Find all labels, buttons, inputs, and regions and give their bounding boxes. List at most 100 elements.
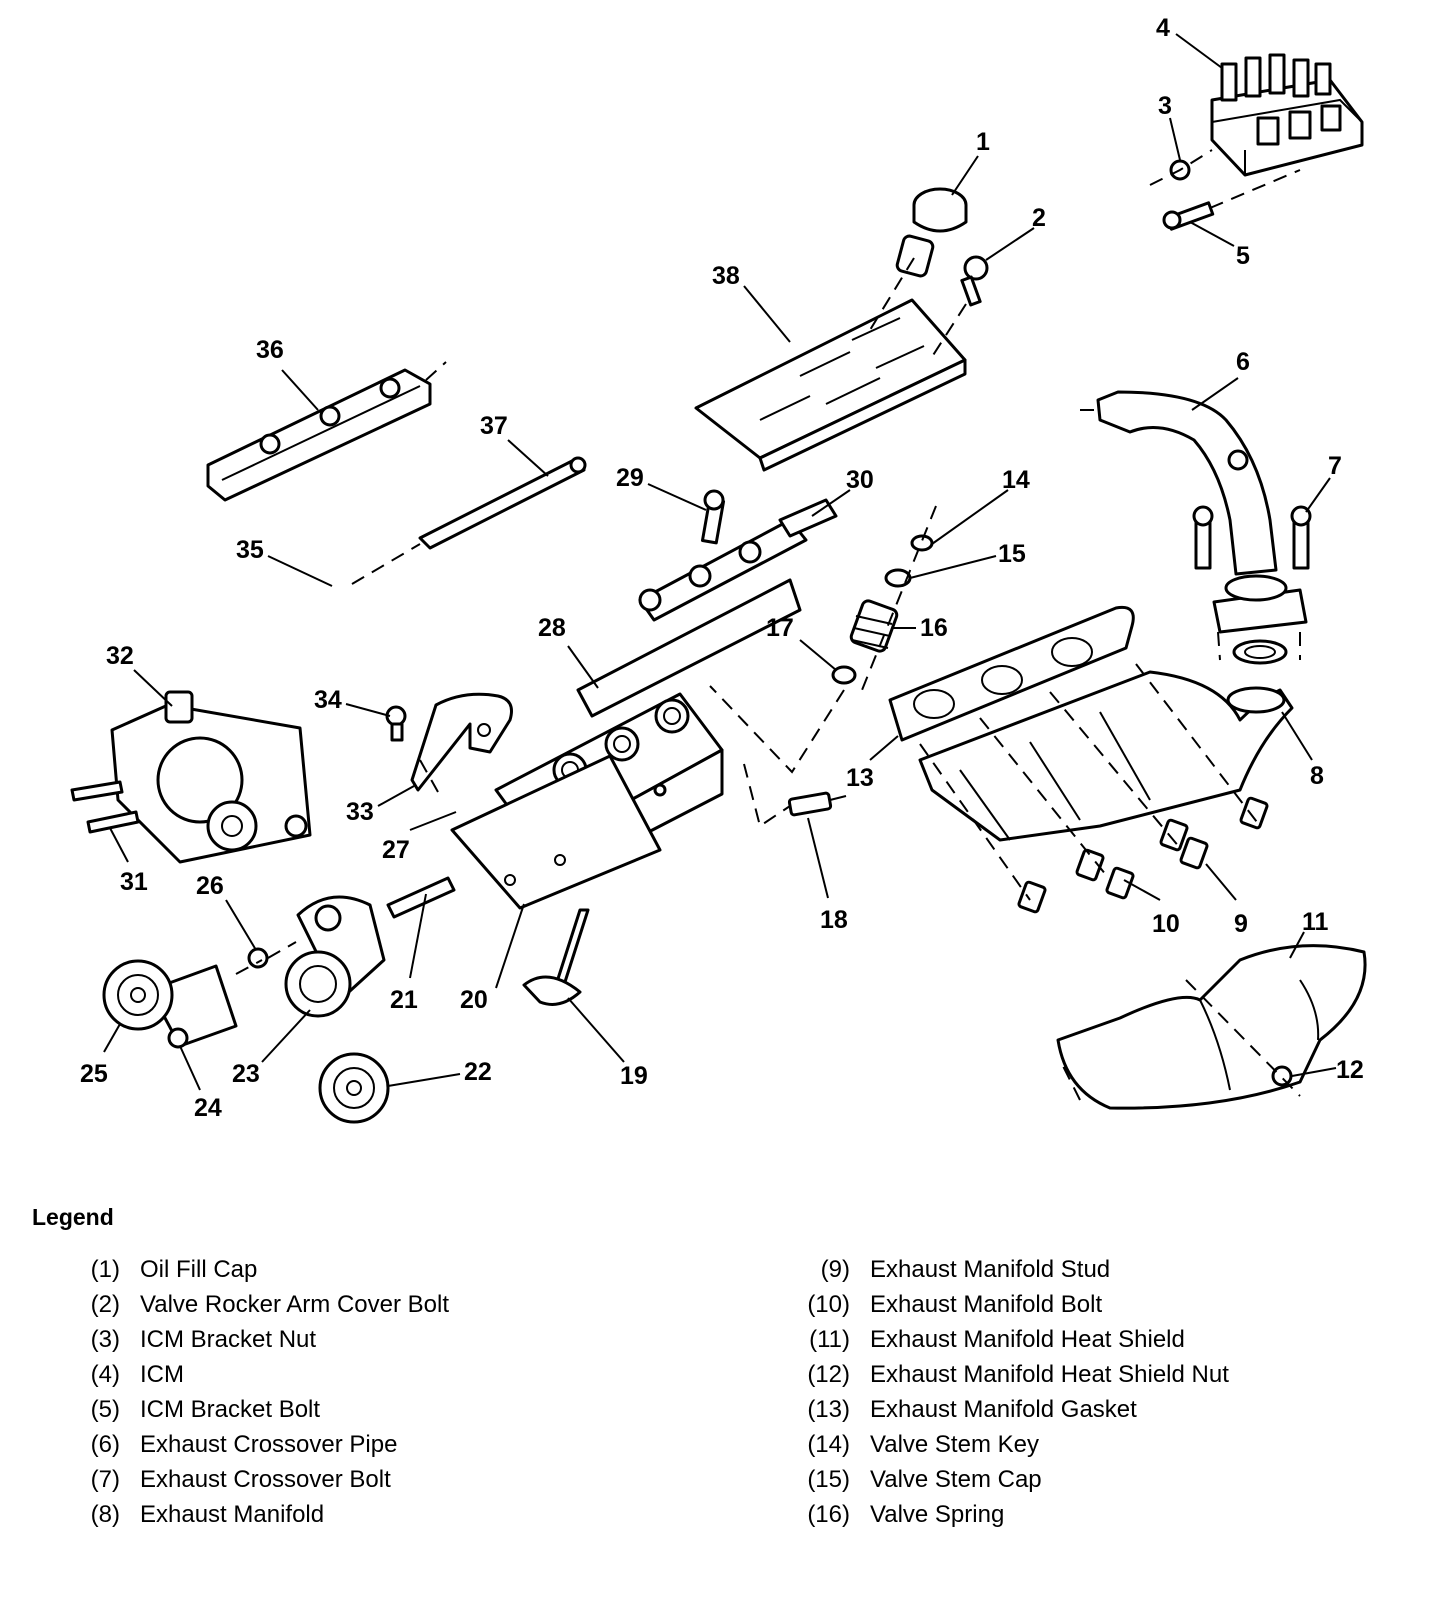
callout-37: 37 [480,412,508,440]
legend-item: (16) Valve Spring [790,1497,1229,1532]
callouts: 1 2 3 4 5 6 7 8 9 10 11 12 13 14 15 16 1… [80,14,1364,1122]
valve-spring-part [849,599,899,653]
valve-rocker-arm-cover-part [694,298,967,472]
legend-item-number: (3) [90,1325,120,1353]
push-rod-part [418,456,587,550]
pulley-bracket-part [102,959,238,1048]
rocker-cover-bolt-part [960,255,989,307]
callout-24: 24 [194,1094,222,1122]
legend-item-label: Valve Stem Cap [870,1465,1042,1493]
legend-item: (1) Oil Fill Cap [60,1252,449,1287]
callout-16: 16 [920,614,948,642]
callout-20: 20 [460,986,488,1014]
heat-shield-nut-part [1271,1065,1293,1087]
callout-9: 9 [1234,910,1248,938]
legend-item-label: Exhaust Manifold Gasket [870,1395,1137,1423]
callout-2: 2 [1032,204,1046,232]
callout-33: 33 [346,798,374,826]
exploded-view-diagram: 1 2 3 4 5 6 7 8 9 10 11 12 13 14 15 16 1… [70,14,1367,1124]
rocker-arm-group-part [576,518,808,718]
callout-34: 34 [314,686,342,714]
power-steering-pump-part [110,690,312,864]
callout-30: 30 [846,466,874,494]
legend-title: Legend [32,1204,114,1230]
legend-item-number: (11) [809,1325,850,1353]
callout-21: 21 [390,986,418,1014]
cylinder-head-gasket-part [450,754,662,910]
exhaust-manifold-part [918,670,1294,842]
callout-15: 15 [998,540,1026,568]
callout-28: 28 [538,614,566,642]
belt-tensioner-part [284,895,386,1018]
callout-32: 32 [106,642,134,670]
legend-item: (3)ICM Bracket Nut [60,1322,449,1357]
exhaust-heat-shield-part [1056,944,1367,1110]
rocker-arm-bolt-part [700,489,726,545]
exhaust-manifold-gasket-part [888,605,1135,742]
legend-item-number: (7) [90,1465,120,1493]
callout-12: 12 [1336,1056,1364,1084]
legend-item-number: (6) [90,1430,120,1458]
callout-22: 22 [464,1058,492,1086]
callout-23: 23 [232,1060,260,1088]
legend-item-number: (13) [807,1395,850,1423]
callout-27: 27 [382,836,410,864]
valve-seal-part [831,665,857,685]
callout-1: 1 [976,128,990,156]
legend-item-number: (14) [807,1430,850,1458]
legend-item: (15)Valve Stem Cap [790,1462,1229,1497]
exhaust-crossover-pipe-part [1096,390,1308,634]
valve-stem-key-part [910,534,934,552]
valve-part [522,908,590,1006]
legend-item-label: Exhaust Crossover Pipe [140,1430,398,1458]
callout-35: 35 [236,536,264,564]
lifting-bracket-part [410,692,513,792]
legend-item: (14)Valve Stem Key [790,1427,1229,1462]
legend-item-label: Exhaust Manifold Bolt [870,1290,1103,1318]
legend-item-number: (10) [807,1290,850,1318]
legend-item: (8) Exhaust Manifold [60,1497,449,1532]
rocker-arm-support-part [206,368,432,502]
legend-item-label: Oil Fill Cap [140,1255,258,1283]
legend-item: (7) Exhaust Crossover Bolt [60,1462,449,1497]
callout-29: 29 [616,464,644,492]
assembly-lines [235,149,1301,1101]
legend-item: (11)Exhaust Manifold Heat Shield [790,1322,1229,1357]
idler-pulley-part [318,1052,390,1124]
legend-item-label: Exhaust Manifold Stud [870,1255,1111,1283]
exhaust-flange-gasket-part [1232,639,1288,665]
icm-bracket-bolt-part [1162,201,1215,231]
legend-item-number: (1) [90,1255,120,1283]
exhaust-manifold-stud-part [1159,796,1269,870]
tensioner-nut-part [247,947,269,969]
pulley-bolt-part [167,1027,189,1049]
legend-item-label: Exhaust Manifold [140,1500,325,1528]
callout-14: 14 [1002,466,1030,494]
legend-item: (13) Exhaust Manifold Gasket [790,1392,1229,1427]
legend-item-number: (8) [90,1500,120,1528]
legend-item-label: ICM Bracket Bolt [140,1395,321,1423]
sensor-part [787,791,847,817]
callout-11: 11 [1302,908,1329,936]
legend-item-number: (16) [807,1500,850,1528]
callout-8: 8 [1310,762,1324,790]
callout-6: 6 [1236,348,1250,376]
callout-18: 18 [820,906,848,934]
legend-item-label: Valve Rocker Arm Cover Bolt [140,1290,449,1318]
callout-17: 17 [766,614,794,642]
callout-13: 13 [846,764,874,792]
bracket-bolt-part [385,705,407,742]
legend-item-label: ICM [140,1360,184,1388]
legend-item-label: Exhaust Manifold Heat Shield Nut [870,1360,1229,1388]
exhaust-manifold-bolt-part [1017,848,1135,914]
callout-26: 26 [196,872,224,900]
legend-item-label: Valve Spring [870,1500,1005,1528]
legend-item-number: (5) [90,1395,120,1423]
pump-bolt-part [70,780,140,834]
legend-item-number: (2) [90,1290,120,1318]
legend-item-label: Exhaust Crossover Bolt [140,1465,391,1493]
callout-3: 3 [1158,92,1172,120]
callout-7: 7 [1328,452,1342,480]
callout-19: 19 [620,1062,648,1090]
